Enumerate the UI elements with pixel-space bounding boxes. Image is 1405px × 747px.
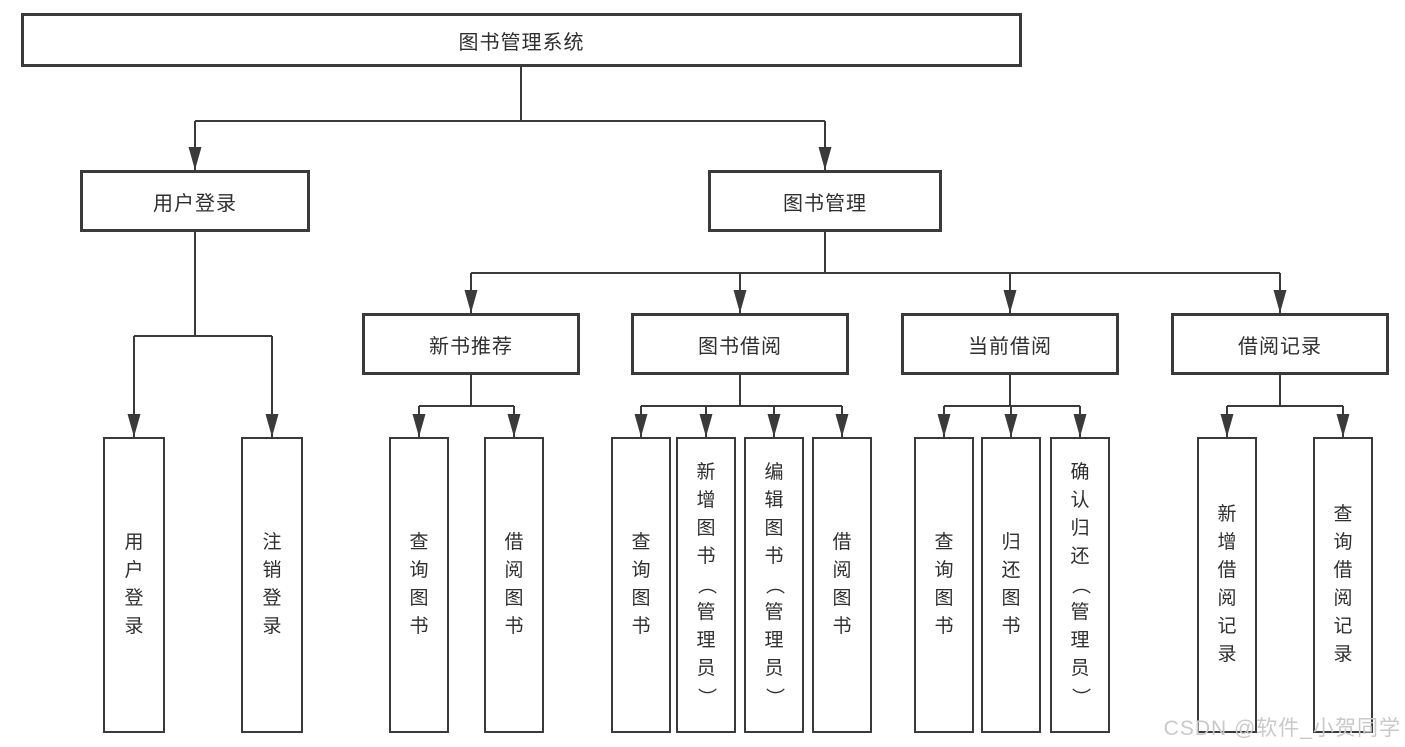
node-new-book-recommend: 新书推荐 xyxy=(362,313,580,375)
node-label: 用户登录 xyxy=(153,192,237,215)
leaf-borrow-books-borrow: 借阅图书 xyxy=(812,437,872,733)
leaf-user-login: 用户登录 xyxy=(103,437,165,733)
node-system-root: 图书管理系统 xyxy=(21,13,1022,67)
node-borrow-records: 借阅记录 xyxy=(1171,313,1389,375)
node-book-management: 图书管理 xyxy=(708,170,942,232)
leaf-query-books-borrow: 查询图书 xyxy=(611,437,671,733)
leaf-return-books: 归还图书 xyxy=(981,437,1041,733)
node-label: 当前借阅 xyxy=(968,335,1052,358)
leaf-edit-book-admin: 编辑图书（管理员） xyxy=(744,437,804,733)
node-user-login: 用户登录 xyxy=(80,170,310,232)
node-label: 图书管理系统 xyxy=(458,31,585,54)
leaf-add-book-admin: 新增图书（管理员） xyxy=(676,437,736,733)
node-label: 新书推荐 xyxy=(429,335,513,358)
node-label: 图书管理 xyxy=(783,192,867,215)
node-current-borrow: 当前借阅 xyxy=(901,313,1119,375)
node-label: 图书借阅 xyxy=(698,335,782,358)
leaf-confirm-return-admin: 确认归还（管理员） xyxy=(1050,437,1110,733)
leaf-borrow-books-recommend: 借阅图书 xyxy=(484,437,544,733)
leaf-query-books-current: 查询图书 xyxy=(914,437,974,733)
node-label: 借阅记录 xyxy=(1238,335,1322,358)
csdn-watermark: CSDN @软件_小贺同学 xyxy=(1163,717,1401,740)
leaf-query-books-recommend: 查询图书 xyxy=(389,437,449,733)
leaf-add-borrow-record: 新增借阅记录 xyxy=(1197,437,1257,733)
node-book-borrow: 图书借阅 xyxy=(631,313,849,375)
leaf-query-borrow-record: 查询借阅记录 xyxy=(1313,437,1373,733)
leaf-logout: 注销登录 xyxy=(241,437,303,733)
